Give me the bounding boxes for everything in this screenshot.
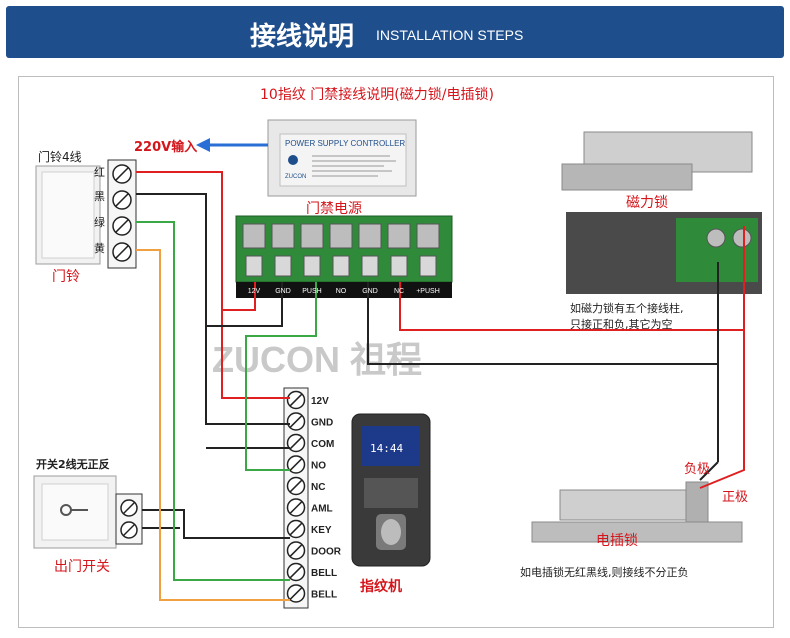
watermark: ZUCON 祖程: [212, 339, 422, 380]
ac-input-label: 220V输入: [134, 140, 198, 155]
magnetic-lock-image: [561, 131, 762, 294]
power-supply-case: POWER SUPPLY CONTROLLER ZUCON: [267, 119, 417, 197]
fingerprint-icon: [381, 519, 401, 545]
strike-note: 如电插锁无红黑线,则接线不分正负: [520, 566, 689, 579]
power-terminal-label: GND: [362, 288, 378, 295]
header-bar: 接线说明 INSTALLATION STEPS: [6, 6, 784, 58]
exit-terminal-screw: [120, 521, 138, 539]
electric-strike-image: [531, 481, 743, 543]
power-terminal-label: NO: [336, 288, 347, 295]
doorbell-device: [35, 165, 101, 265]
reader-terminal-label: NO: [311, 461, 326, 472]
reader-terminal-screw: [286, 541, 306, 560]
power-terminal-label: PUSH: [302, 288, 321, 295]
doorbell-terminal-screw: [112, 164, 132, 184]
wire-color-red: 红: [94, 166, 105, 179]
fingerprint-reader: 14:44: [351, 413, 431, 567]
arrow-left-icon: [196, 138, 210, 152]
power-terminal-screw: [387, 223, 411, 277]
reader-terminal-screw: [286, 476, 306, 496]
power-terminal-label: +PUSH: [416, 288, 440, 295]
power-terminal-screw: [271, 223, 295, 277]
exit-switch-device: [33, 475, 117, 549]
maglock-note-2: 只接正和负,其它为空: [570, 318, 673, 331]
reader-terminal-screw: [286, 498, 306, 517]
doorbell-terminal-screw: [112, 216, 132, 236]
zucon-logo-icon: [288, 155, 298, 165]
reader-terminal-label: DOOR: [311, 547, 342, 558]
power-supply-title: POWER SUPPLY CONTROLLER: [285, 139, 405, 148]
power-terminal-screw: [358, 223, 382, 277]
reader-terminal-screw: [286, 455, 306, 474]
reader-terminal-screw: [286, 412, 306, 431]
doorbell-title: 门铃4线: [38, 150, 82, 164]
reader-terminal-label: KEY: [311, 525, 332, 536]
power-terminal-screw: [416, 223, 440, 277]
reader-terminal-screw: [286, 562, 306, 582]
power-terminal-screw: [242, 223, 266, 277]
power-terminal-label: GND: [275, 288, 291, 295]
power-terminal-screw: [329, 223, 353, 277]
wire-color-green: 绿: [94, 216, 105, 229]
doorbell-terminal-screw: [112, 190, 132, 210]
header-title: 接线说明: [250, 22, 355, 52]
reader-terminal-label: 12V: [311, 396, 329, 407]
reader-terminal-screw: [286, 519, 306, 539]
strike-positive-label: 正极: [722, 490, 749, 505]
reader-caption: 指纹机: [360, 579, 402, 595]
reader-terminal-label: BELL: [311, 590, 337, 601]
exit-switch-title: 开关2线无正反: [36, 458, 110, 471]
reader-terminal-screw: [286, 584, 306, 603]
reader-terminal-label: BELL: [311, 568, 337, 579]
reader-terminal-label: COM: [311, 439, 334, 450]
strike-negative-label: 负极: [684, 462, 711, 477]
exit-switch-caption: 出门开关: [54, 559, 110, 575]
maglock-note-1: 如磁力锁有五个接线柱,: [570, 302, 684, 315]
maglock-caption: 磁力锁: [626, 195, 668, 211]
doorbell-terminal-screw: [112, 242, 132, 262]
wire-color-black: 黑: [94, 190, 105, 203]
wires: [136, 171, 745, 601]
header-subtitle: INSTALLATION STEPS: [376, 27, 524, 43]
power-supply-caption: 门禁电源: [306, 201, 362, 217]
reader-screen-time: 14:44: [370, 442, 403, 455]
reader-terminal-label: AML: [311, 504, 333, 515]
power-terminal-label: NC: [394, 288, 404, 295]
strike-caption: 电插锁: [596, 533, 638, 549]
power-terminal-screw: [300, 223, 324, 277]
diagram-title: 10指纹 门禁接线说明(磁力锁/电插锁): [260, 87, 494, 103]
power-terminal-label: 12V: [248, 288, 261, 295]
doorbell-caption: 门铃: [52, 269, 80, 285]
reader-terminal-screw: [286, 433, 306, 453]
reader-terminal-label: NC: [311, 482, 325, 493]
reader-terminal-screw: [286, 390, 306, 410]
power-supply-brand: ZUCON: [285, 174, 306, 180]
wire-color-yellow: 黄: [94, 242, 105, 255]
reader-terminal-label: GND: [311, 418, 333, 429]
exit-terminal-screw: [120, 499, 138, 517]
